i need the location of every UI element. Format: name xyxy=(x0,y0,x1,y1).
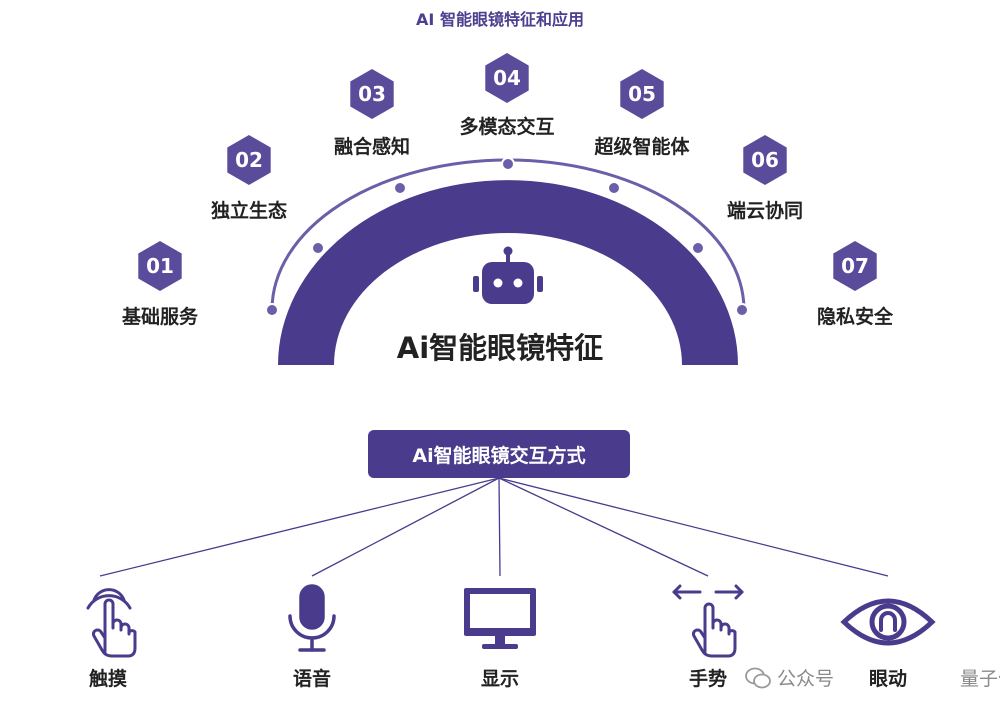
arc-dot xyxy=(393,181,407,195)
connector-line xyxy=(99,477,500,577)
arc-dot xyxy=(691,241,705,255)
feature-badge-06: 06 xyxy=(743,135,787,185)
touch-icon xyxy=(86,588,137,658)
feature-label: 隐私安全 xyxy=(816,306,894,328)
diagram-title: AI 智能眼镜特征和应用 xyxy=(416,10,584,29)
wechat-icon xyxy=(745,667,771,688)
main-arc xyxy=(278,180,738,365)
feature-number: 07 xyxy=(841,254,869,278)
mode-label: 手势 xyxy=(688,668,728,690)
mode-label: 语音 xyxy=(292,668,332,690)
hexagon-shape xyxy=(833,241,877,291)
feature-badge-04: 04 xyxy=(485,53,529,103)
arc-dots xyxy=(265,157,749,317)
feature-label: 融合感知 xyxy=(333,136,411,158)
feature-number: 03 xyxy=(358,82,386,106)
connector-line xyxy=(498,477,501,577)
feature-label: 端云协同 xyxy=(726,200,804,222)
watermark: 公众号 量子位 xyxy=(745,664,1000,691)
arc-dot xyxy=(501,157,515,171)
eye-icon xyxy=(840,598,936,646)
robot-icon xyxy=(473,246,543,304)
feature-number: 01 xyxy=(146,254,174,278)
feature-badge-01: 01 xyxy=(138,241,182,291)
arc-dot xyxy=(311,241,325,255)
hexagon-shape xyxy=(227,135,271,185)
arc-dot xyxy=(735,303,749,317)
hexagon-shape xyxy=(350,69,394,119)
gesture-icon xyxy=(672,584,744,658)
connector-lines xyxy=(99,477,889,577)
watermark-text: 公众号 xyxy=(777,668,835,690)
hexagon-shape xyxy=(620,69,664,119)
arc-dot xyxy=(265,303,279,317)
feature-number: 04 xyxy=(493,66,521,90)
interaction-title: Ai智能眼镜交互方式 xyxy=(412,444,586,467)
watermark-author: 量子位 xyxy=(960,668,1000,690)
feature-badge-03: 03 xyxy=(350,69,394,119)
microphone-icon xyxy=(288,584,336,652)
feature-badges: 01 02 03 04 05 06 07 xyxy=(138,53,877,291)
feature-label: 基础服务 xyxy=(121,306,199,328)
connector-line xyxy=(498,477,709,577)
hexagon-shape xyxy=(138,241,182,291)
mode-label: 显示 xyxy=(480,668,520,690)
hexagon-shape xyxy=(743,135,787,185)
mode-label: 眼动 xyxy=(868,668,908,690)
feature-label: 独立生态 xyxy=(210,200,288,222)
arc-title: Ai智能眼镜特征 xyxy=(396,331,604,365)
feature-badge-05: 05 xyxy=(620,69,664,119)
feature-label: 多模态交互 xyxy=(459,116,555,138)
feature-badge-02: 02 xyxy=(227,135,271,185)
connector-line xyxy=(498,477,889,577)
connector-line xyxy=(311,477,500,577)
feature-number: 05 xyxy=(628,82,656,106)
monitor-icon xyxy=(464,588,536,649)
arc-dot xyxy=(607,181,621,195)
feature-number: 02 xyxy=(235,148,263,172)
mode-label: 触摸 xyxy=(88,668,128,690)
feature-badge-07: 07 xyxy=(833,241,877,291)
feature-label: 超级智能体 xyxy=(594,136,690,158)
feature-number: 06 xyxy=(751,148,779,172)
interaction-title-box: Ai智能眼镜交互方式 xyxy=(368,430,630,478)
hexagon-shape xyxy=(485,53,529,103)
